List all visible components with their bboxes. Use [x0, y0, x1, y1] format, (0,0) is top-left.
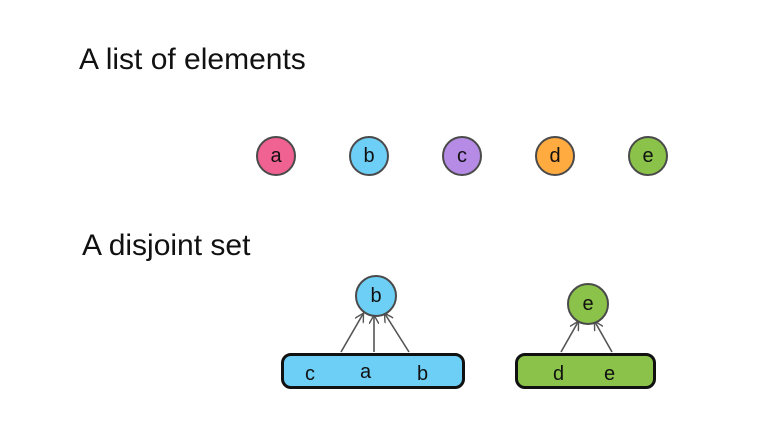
element-node: e: [628, 136, 668, 176]
element-label: a: [270, 144, 282, 167]
set-member-label: b: [417, 363, 429, 385]
set-members-box: [515, 353, 656, 389]
set-member-label: e: [604, 363, 616, 385]
element-label: b: [363, 144, 375, 167]
element-node: a: [256, 136, 296, 176]
element-label: c: [457, 144, 467, 167]
set-title: A disjoint set: [82, 229, 251, 262]
parent-arrow: [595, 322, 613, 353]
set-members-box: [281, 353, 465, 389]
parent-arrow: [560, 322, 578, 353]
list-title: A list of elements: [79, 43, 306, 76]
element-node: c: [442, 136, 482, 176]
set-member-label: d: [553, 363, 565, 385]
set-root-node: b: [355, 275, 397, 317]
set-root-node: e: [567, 283, 609, 325]
element-label: e: [642, 144, 654, 167]
parent-arrow: [385, 314, 410, 353]
element-node: b: [349, 136, 389, 176]
element-node: d: [535, 136, 575, 176]
set-member-label: c: [305, 363, 315, 385]
set-root-label: e: [582, 292, 594, 315]
parent-arrow: [340, 314, 363, 353]
set-root-label: b: [370, 284, 382, 307]
set-member-label: a: [360, 361, 372, 383]
element-label: d: [549, 144, 561, 167]
